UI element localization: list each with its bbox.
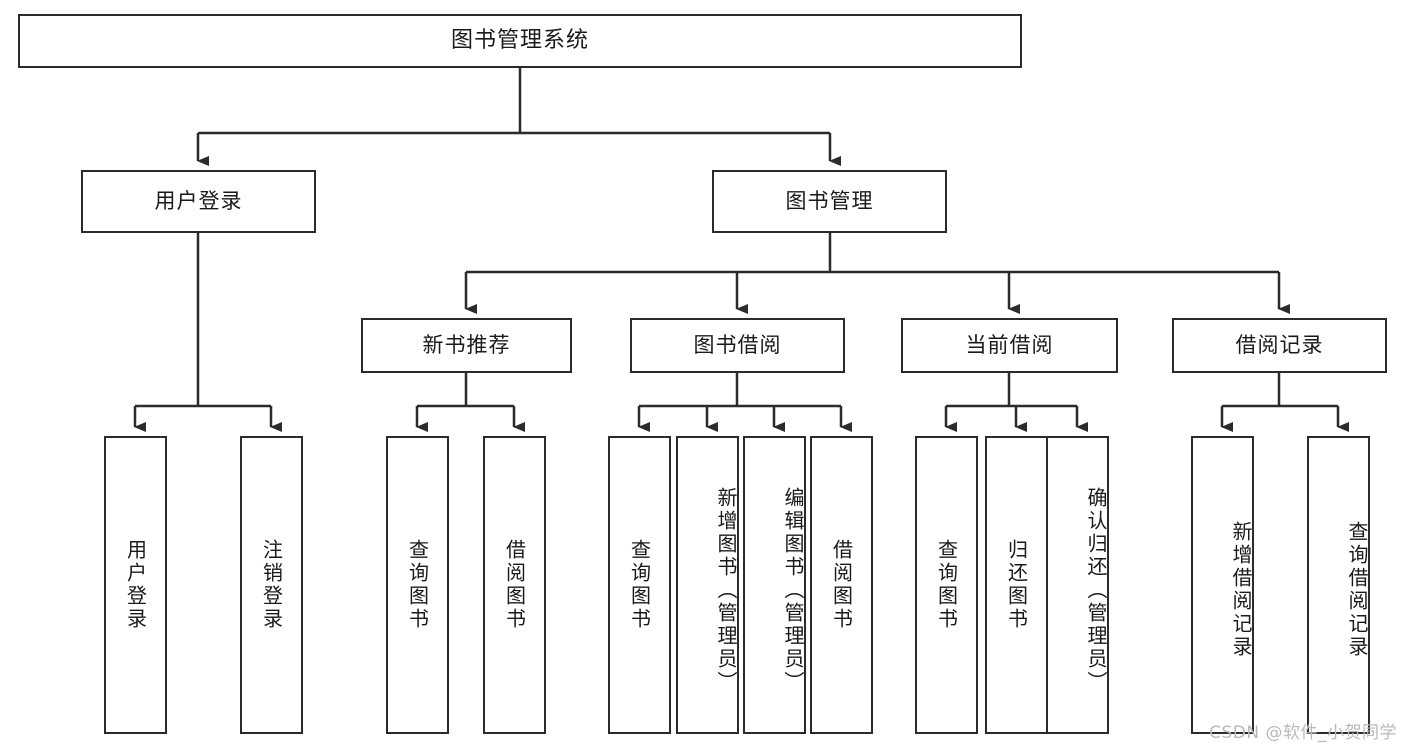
node-label: 用户登录 [154,188,243,213]
node-label: 借阅图书 [502,539,527,631]
node-label: 借阅记录 [1235,332,1324,357]
node-current-borrow[interactable]: 当前借阅 [901,318,1118,373]
leaf-borrow-edit-book-admin[interactable]: 编辑图书（管理员） [743,436,806,734]
leaf-borrow-query-book[interactable]: 查询图书 [608,436,671,734]
leaf-new-book-query[interactable]: 查询图书 [386,436,449,734]
node-book-borrow[interactable]: 图书借阅 [630,318,845,373]
leaf-records-add-record[interactable]: 新增借阅记录 [1191,436,1254,734]
leaf-records-query-record[interactable]: 查询借阅记录 [1307,436,1370,734]
leaf-borrow-borrow-book[interactable]: 借阅图书 [810,436,873,734]
node-label: 新书推荐 [422,332,511,357]
node-book-management[interactable]: 图书管理 [712,170,947,233]
node-label: 图书管理 [785,188,874,213]
node-label: 查询图书 [405,539,430,631]
leaf-current-confirm-return-admin[interactable]: 确认归还（管理员） [1046,436,1109,734]
node-label: 新增图书（管理员） [714,486,738,694]
node-label: 确认归还（管理员） [1084,486,1108,694]
node-user-login[interactable]: 用户登录 [81,170,316,233]
node-label: 用户登录 [123,539,148,631]
node-label: 借阅图书 [829,539,854,631]
leaf-borrow-add-book-admin[interactable]: 新增图书（管理员） [676,436,739,734]
leaf-current-query-book[interactable]: 查询图书 [915,436,978,734]
leaf-user-login-logout[interactable]: 注销登录 [240,436,303,734]
node-label: 归还图书 [1004,539,1029,631]
node-borrow-records[interactable]: 借阅记录 [1172,318,1387,373]
node-label: 图书借阅 [693,332,782,357]
node-label: 新增借阅记录 [1229,521,1253,659]
node-label: 当前借阅 [965,332,1054,357]
node-root-book-management-system[interactable]: 图书管理系统 [18,14,1022,68]
leaf-current-return-book[interactable]: 归还图书 [985,436,1048,734]
node-label: 查询借阅记录 [1345,521,1369,659]
leaf-user-login-login[interactable]: 用户登录 [104,436,167,734]
node-label: 图书管理系统 [450,27,589,53]
node-new-book-recommendation[interactable]: 新书推荐 [361,318,572,373]
node-label: 注销登录 [259,539,284,631]
csdn-watermark: CSDN @软件_小贺同学 [1209,723,1397,743]
node-label: 查询图书 [627,539,652,631]
node-label: 查询图书 [934,539,959,631]
leaf-new-book-borrow[interactable]: 借阅图书 [483,436,546,734]
node-label: 编辑图书（管理员） [781,486,805,694]
